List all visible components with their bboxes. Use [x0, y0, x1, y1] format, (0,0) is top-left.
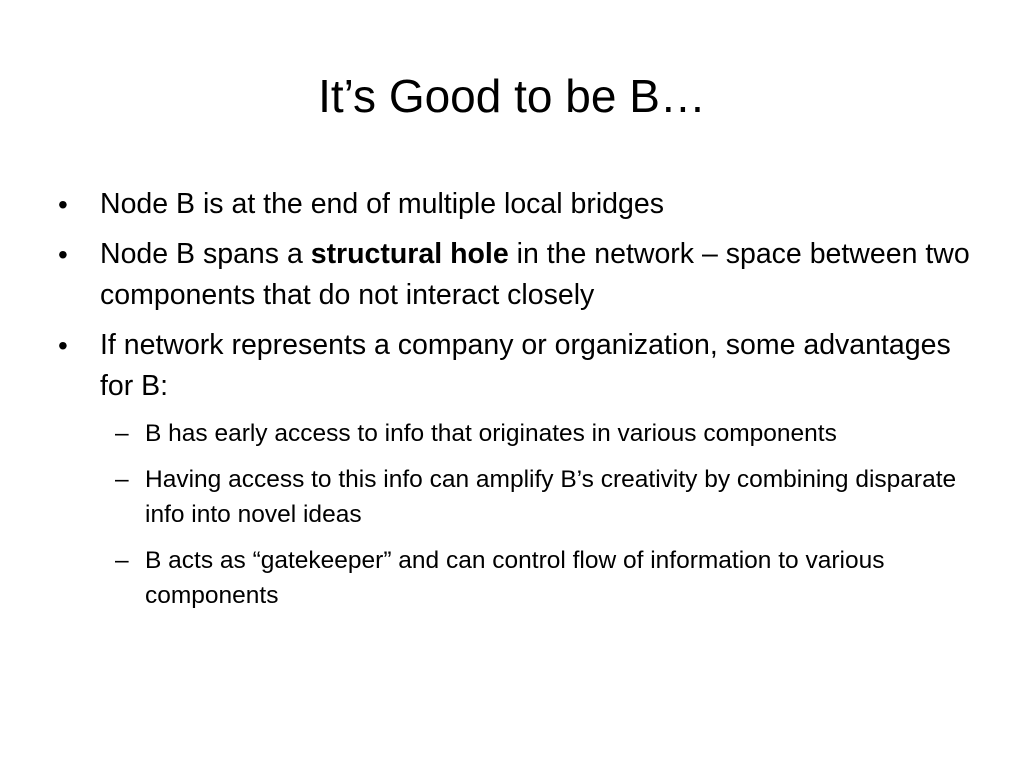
bullet-item: • Node B spans a structural hole in the … [58, 234, 978, 316]
sub-bullet-item: – B has early access to info that origin… [58, 416, 978, 451]
sub-bullet-text: B acts as “gatekeeper” and can control f… [145, 547, 885, 609]
bullet-text-after: in the network – space between two compo… [100, 238, 970, 311]
dash-icon: – [115, 466, 129, 493]
sub-bullet-list: – B has early access to info that origin… [58, 416, 978, 613]
bullet-text: If network represents a company or organ… [100, 329, 951, 402]
bullet-item: • If network represents a company or org… [58, 325, 978, 613]
bullet-list: • Node B is at the end of multiple local… [58, 184, 978, 624]
bullet-icon: • [58, 330, 68, 361]
sub-bullet-item: – Having access to this info can amplify… [58, 462, 978, 532]
sub-bullet-item: – B acts as “gatekeeper” and can control… [58, 543, 978, 613]
slide-title: It’s Good to be B… [318, 70, 706, 122]
bullet-icon: • [58, 239, 68, 270]
bullet-icon: • [58, 189, 68, 220]
sub-bullet-text: Having access to this info can amplify B… [145, 466, 957, 528]
dash-icon: – [115, 547, 129, 574]
bullet-text: Node B is at the end of multiple local b… [100, 188, 664, 220]
dash-icon: – [115, 420, 129, 447]
bullet-text-bold: structural hole [310, 238, 509, 270]
bullet-item: • Node B is at the end of multiple local… [58, 184, 978, 225]
bullet-text-before: Node B spans a [100, 238, 311, 270]
sub-bullet-text: B has early access to info that originat… [145, 420, 837, 447]
